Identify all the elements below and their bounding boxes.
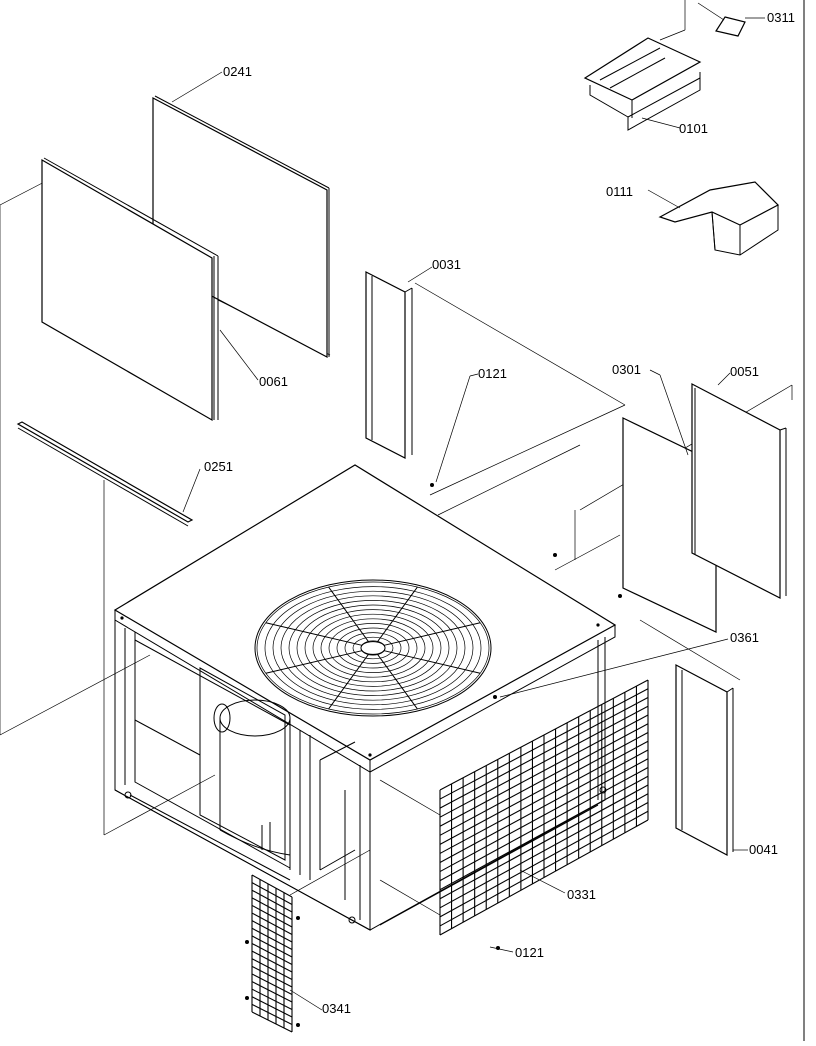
part-0041-panel bbox=[675, 664, 734, 856]
part-0101-bracket bbox=[583, 0, 702, 131]
fan-guard bbox=[254, 579, 492, 717]
leader-lines bbox=[171, 17, 765, 1011]
label-0111: 0111 bbox=[606, 184, 633, 199]
label-0331: 0331 bbox=[567, 887, 596, 902]
label-0121-top: 0121 bbox=[478, 366, 507, 381]
part-0341-grille bbox=[245, 874, 300, 1033]
label-0301: 0301 bbox=[612, 362, 641, 377]
screws bbox=[430, 483, 622, 950]
part-0051-panel bbox=[691, 383, 787, 599]
label-0241: 0241 bbox=[223, 64, 252, 79]
label-0361: 0361 bbox=[730, 630, 759, 645]
label-0341: 0341 bbox=[322, 1001, 351, 1016]
label-0041: 0041 bbox=[749, 842, 778, 857]
part-0251-rail bbox=[16, 421, 194, 527]
part-0061-panel bbox=[41, 157, 219, 422]
part-0241-panel bbox=[152, 95, 330, 358]
label-0031: 0031 bbox=[432, 257, 461, 272]
label-0101: 0101 bbox=[679, 121, 708, 136]
part-labels: 0311 0101 0111 0241 0061 0031 0121 0301 … bbox=[204, 10, 795, 1016]
label-0121-bottom: 0121 bbox=[515, 945, 544, 960]
label-0051: 0051 bbox=[730, 364, 759, 379]
label-0061: 0061 bbox=[259, 374, 288, 389]
part-0331-grille bbox=[439, 679, 649, 936]
part-0311-plate bbox=[697, 2, 746, 37]
part-0031-panel bbox=[365, 271, 413, 459]
label-0251: 0251 bbox=[204, 459, 233, 474]
cabinet-unit bbox=[113, 464, 617, 931]
label-0311: 0311 bbox=[767, 10, 795, 25]
part-0111-cover bbox=[658, 181, 780, 256]
